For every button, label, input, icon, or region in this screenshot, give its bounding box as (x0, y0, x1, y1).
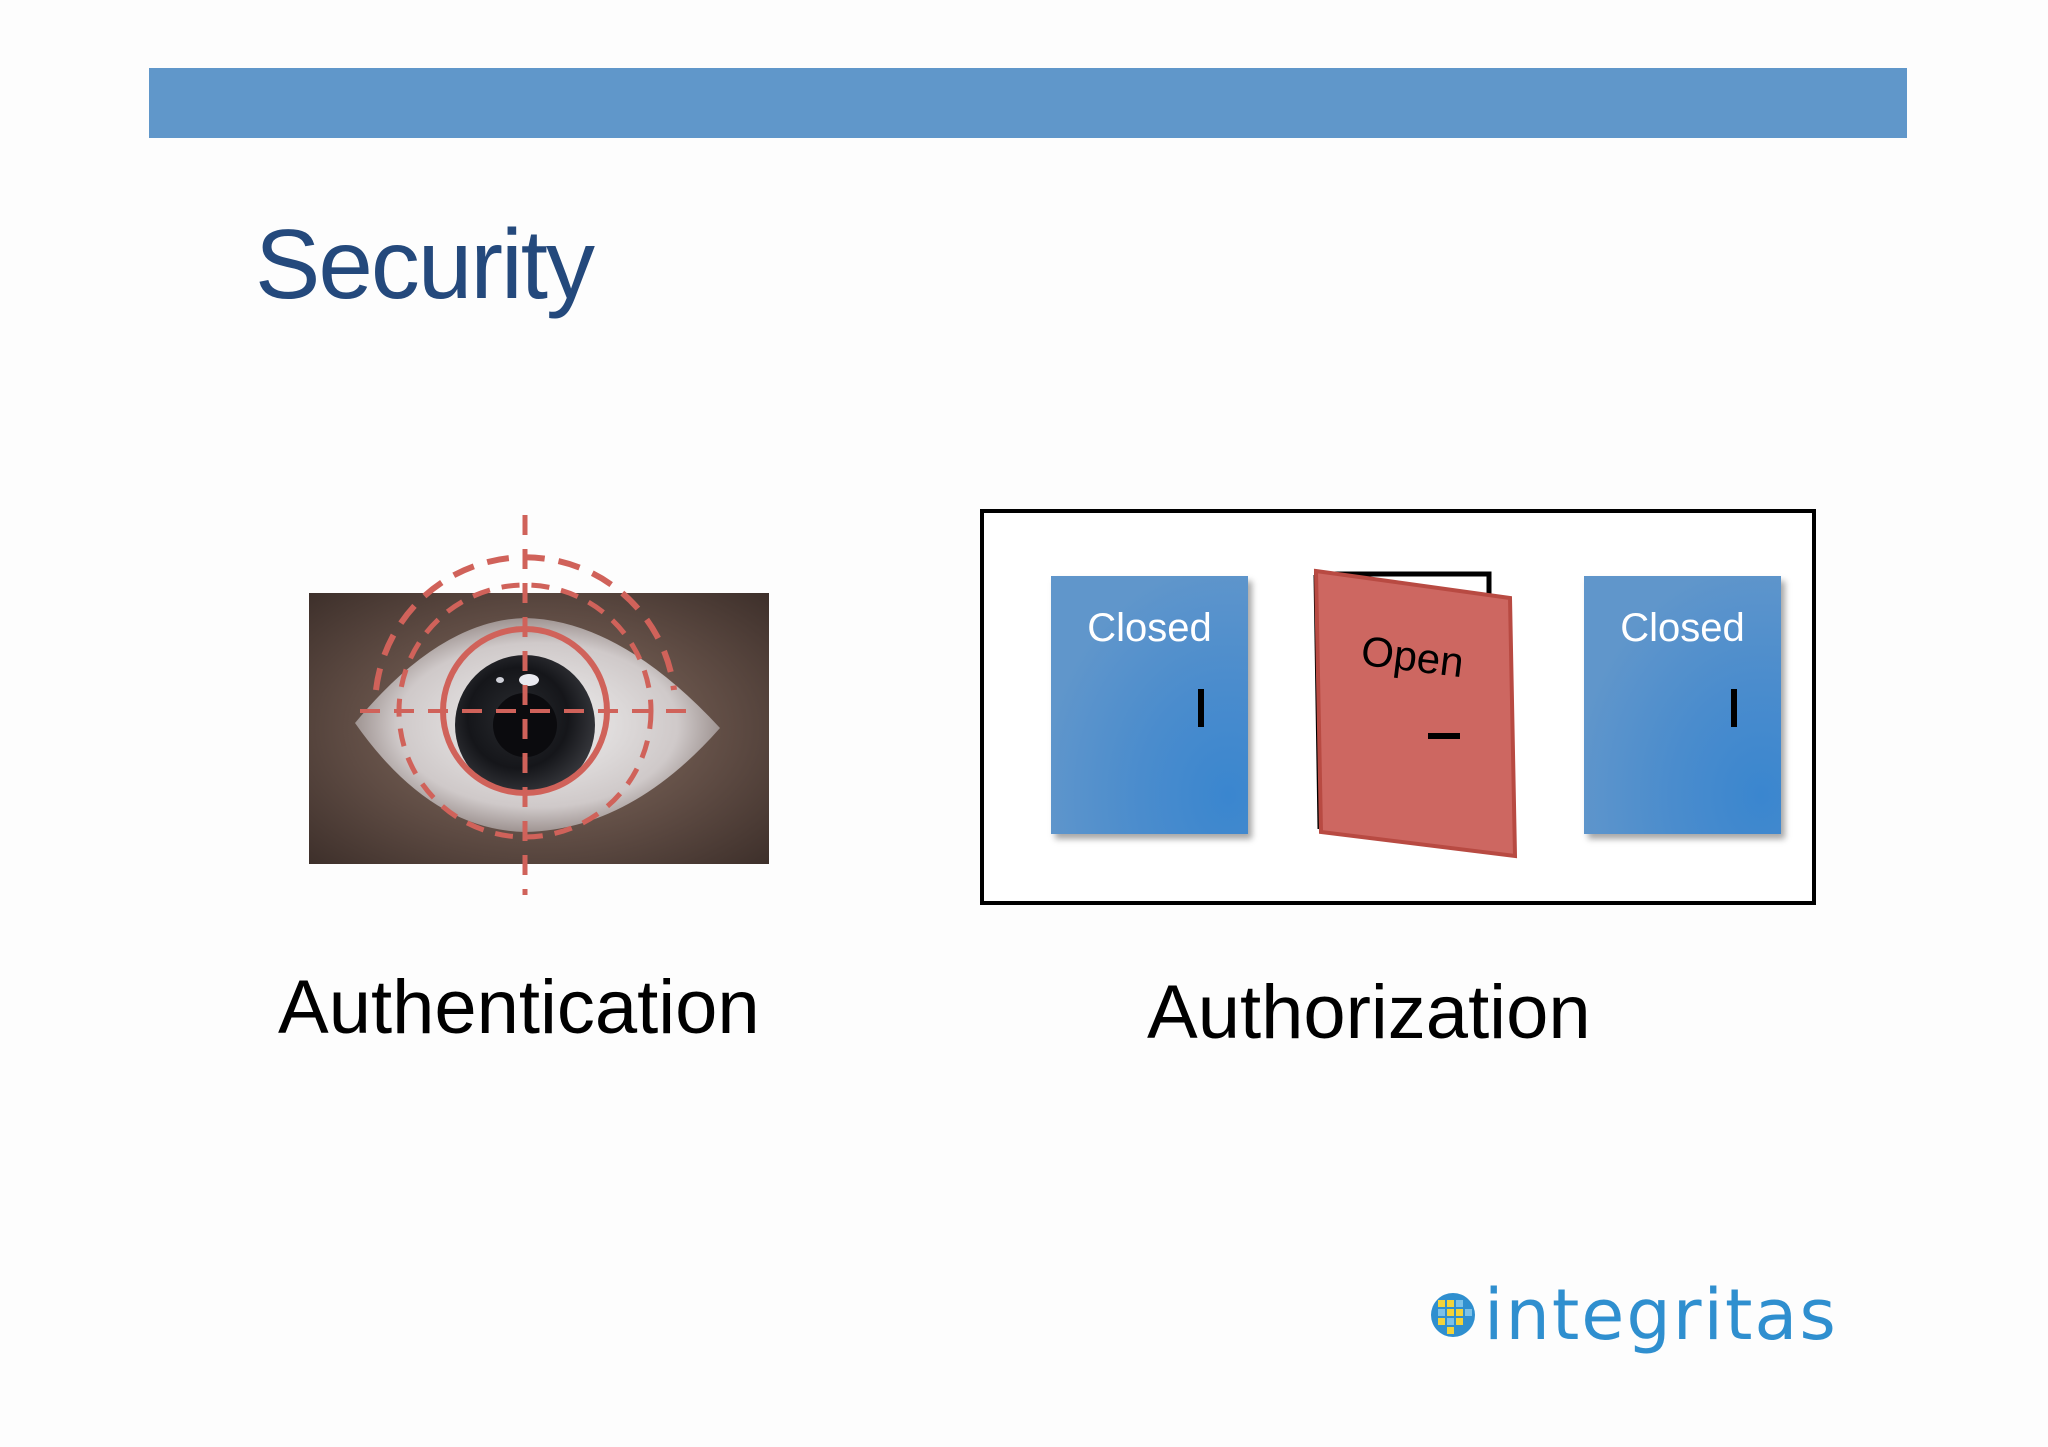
closed-door-right: Closed (1584, 576, 1781, 834)
integritas-logo: integritas (1428, 1270, 1838, 1360)
closed-symbol (1198, 689, 1204, 727)
door-label: Closed (1620, 606, 1745, 650)
authorization-label: Authorization (1147, 970, 1591, 1055)
authorization-doors-diagram: Closed Open Closed (980, 509, 1816, 905)
authentication-label: Authentication (278, 965, 760, 1050)
slide-title: Security (255, 209, 595, 319)
door-label: Closed (1087, 606, 1212, 650)
closed-symbol (1731, 689, 1737, 727)
eye-scan-icon (300, 510, 780, 900)
header-bar (149, 68, 1907, 138)
open-door: Open (1313, 568, 1518, 859)
closed-door-left: Closed (1051, 576, 1248, 834)
globe-icon (1431, 1293, 1475, 1337)
logo-text: integritas (1484, 1274, 1838, 1356)
open-symbol (1428, 733, 1460, 739)
